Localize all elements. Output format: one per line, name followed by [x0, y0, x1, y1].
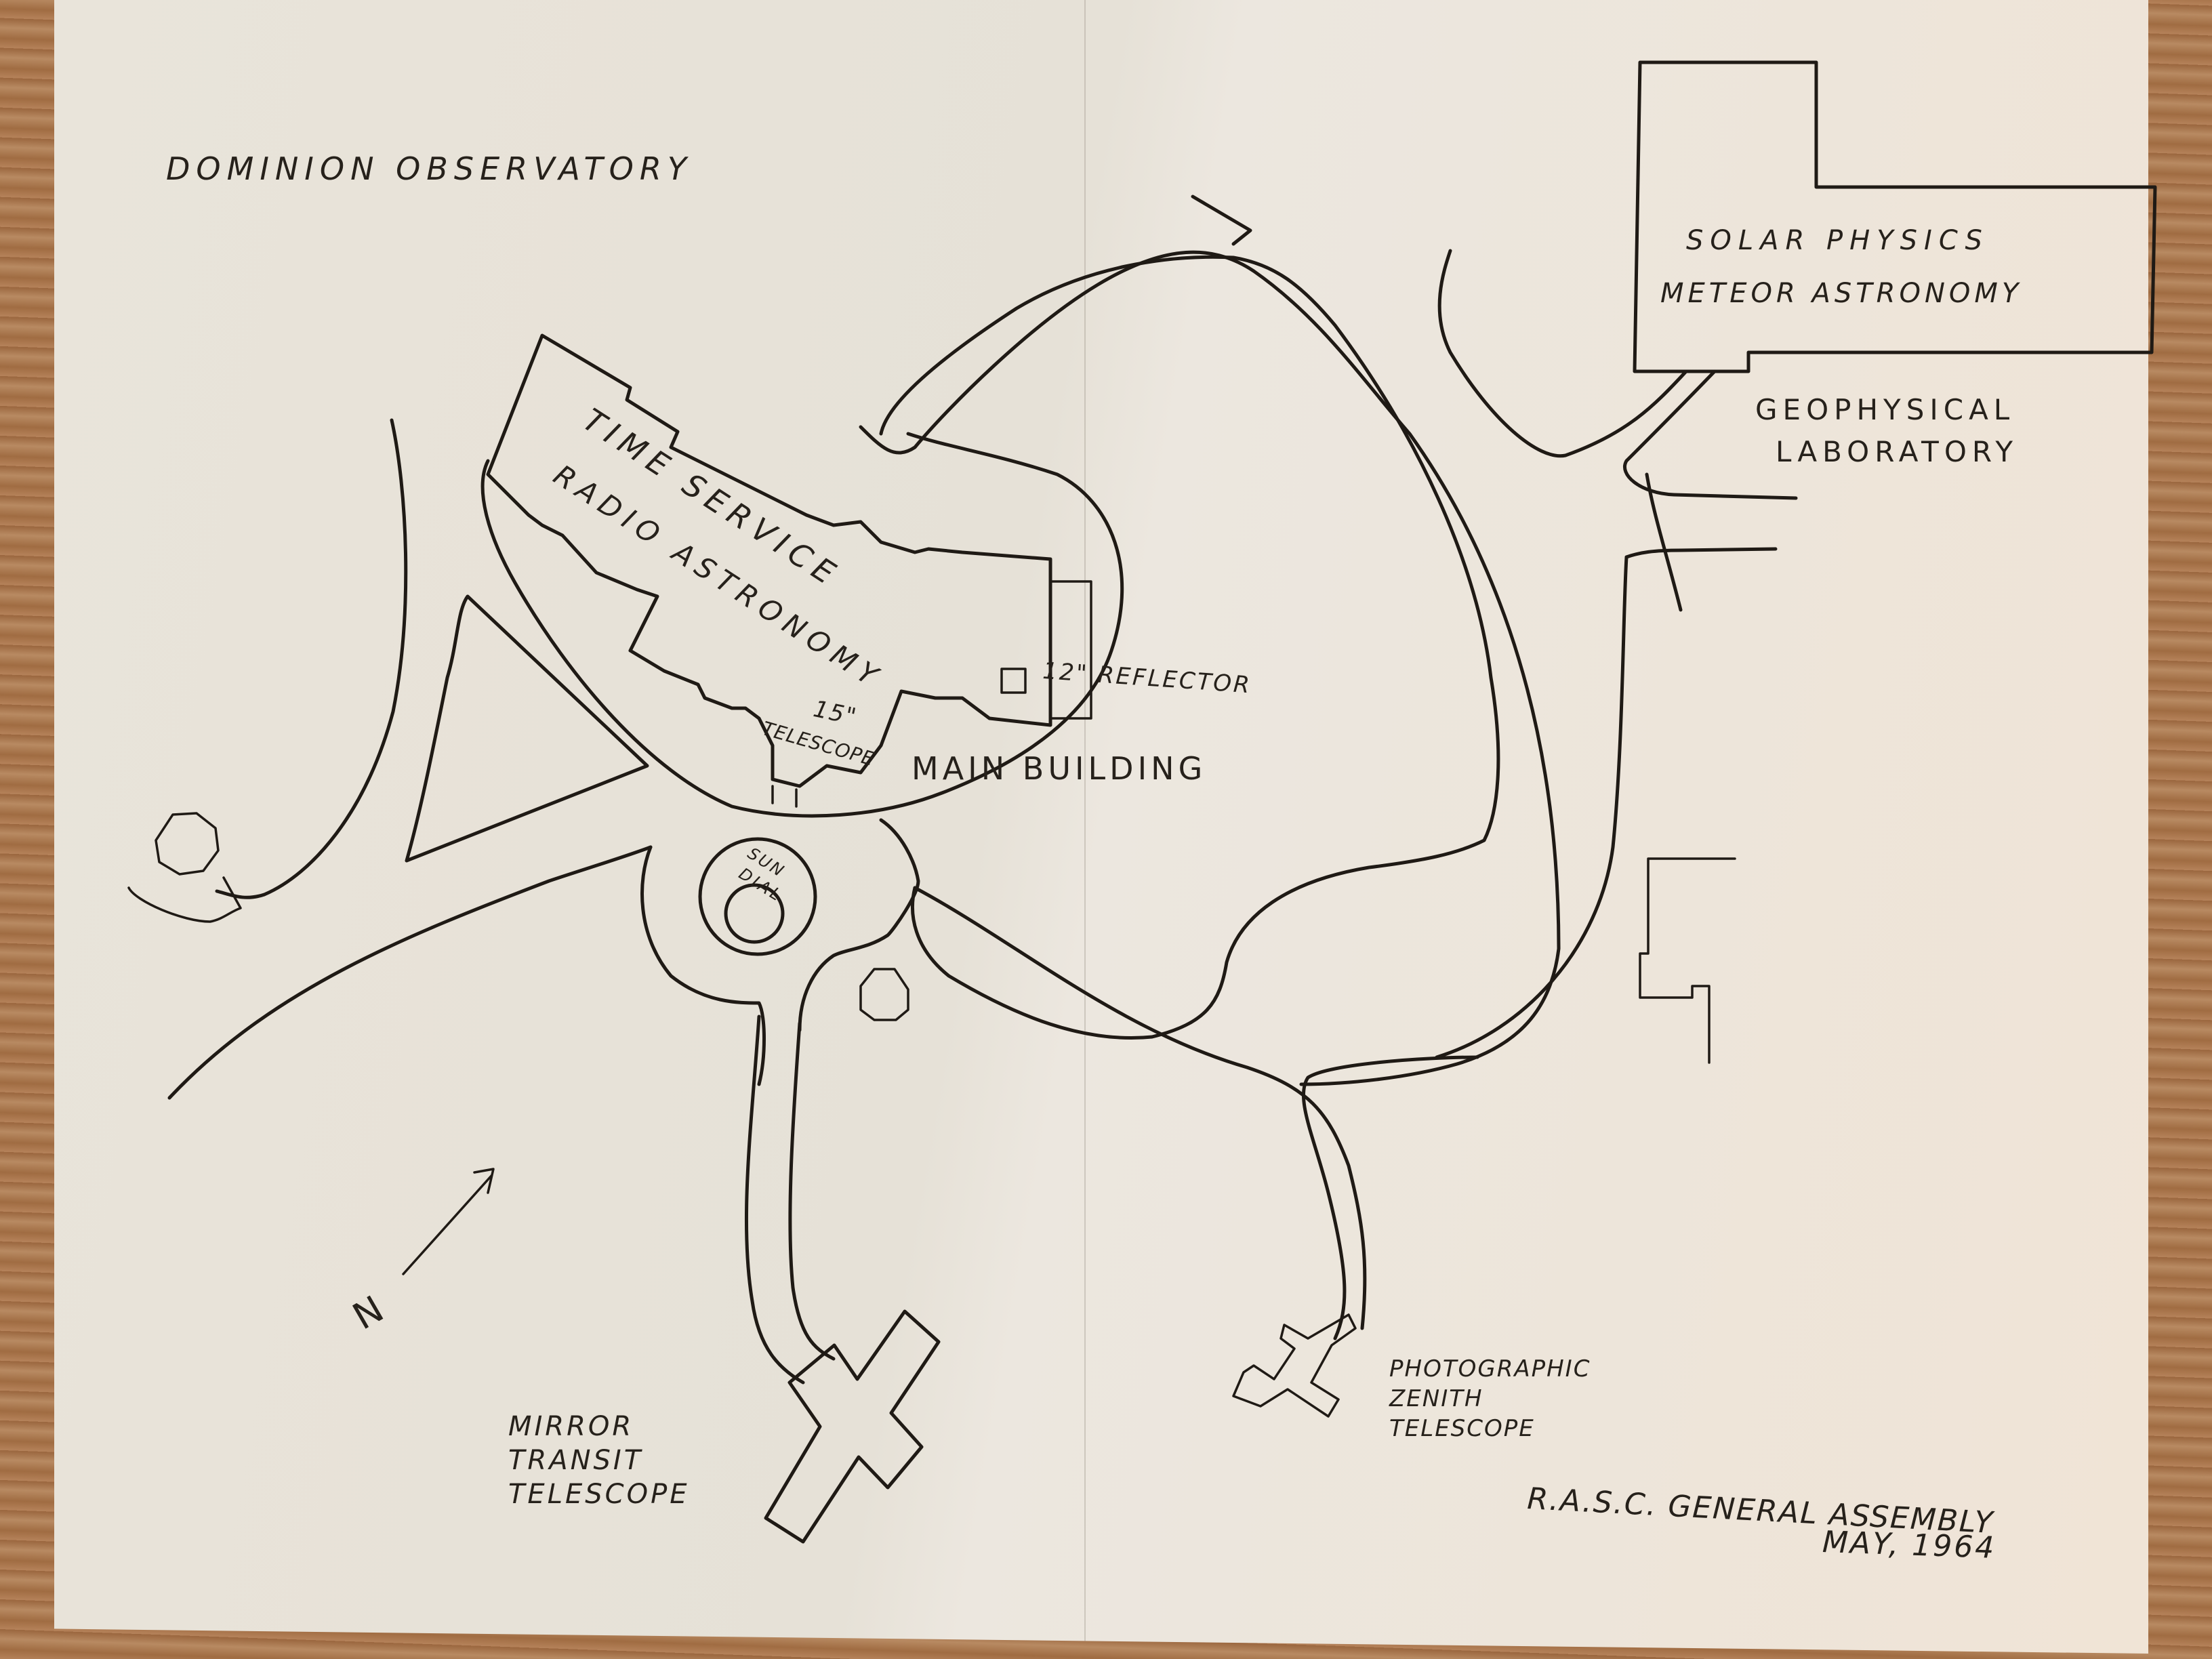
loop-road-spur — [1191, 194, 1252, 246]
geophysical-road-right — [1623, 369, 1798, 500]
roundabout-left — [640, 845, 766, 1086]
north-arrow-head — [473, 1168, 495, 1194]
solar-physics-label: SOLAR PHYSICS — [1686, 225, 1989, 256]
loop-road-outer — [859, 250, 1561, 1086]
solar-physics-building-outline — [1633, 60, 2157, 373]
right-vertical-road — [1645, 472, 1683, 612]
west-curved-road — [167, 845, 653, 1100]
east-partial-building — [1639, 857, 1736, 1064]
main-building-label: MAIN BUILDING — [912, 750, 1207, 787]
sun-dial-outer-circle — [698, 837, 817, 956]
pzt-line3: TELESCOPE — [1389, 1415, 1535, 1442]
mirror-transit-label: MIRROR TRANSIT TELESCOPE — [508, 1410, 689, 1511]
triangle-island — [405, 594, 649, 863]
mirror-transit-line3: TELESCOPE — [508, 1479, 690, 1510]
mirror-transit-building — [764, 1309, 941, 1544]
geophysical-label: GEOPHYSICAL — [1755, 393, 2015, 426]
north-arrow-shaft — [402, 1174, 493, 1275]
sun-dial-inner-circle — [724, 883, 785, 944]
reflector-wing — [1049, 580, 1092, 720]
right-road-south — [1435, 555, 1629, 1059]
right-road-east — [1624, 547, 1778, 559]
pzt-line2: ZENITH — [1389, 1385, 1483, 1412]
left-road-top — [215, 418, 408, 899]
road-junction-east — [913, 886, 1367, 1330]
paper-sheet — [54, 0, 2148, 1654]
footer-date-label: MAY, 1964 — [1822, 1525, 1997, 1565]
map-title: DOMINION OBSERVATORY — [166, 150, 693, 187]
mirror-transit-line2: TRANSIT — [508, 1445, 644, 1476]
paper-fold-line — [1084, 0, 1086, 1654]
pzt-line1: PHOTOGRAPHIC — [1389, 1355, 1591, 1382]
main-building-outline — [486, 333, 1052, 788]
mirror-transit-line1: MIRROR — [508, 1411, 634, 1442]
laboratory-label: LABORATORY — [1776, 435, 2019, 468]
reflector-dome-square — [1000, 668, 1027, 694]
pzt-road-east — [1301, 1055, 1479, 1340]
mirror-transit-road-east — [788, 1021, 836, 1361]
roundabout-right — [798, 818, 920, 1032]
pzt-label: PHOTOGRAPHIC ZENITH TELESCOPE — [1389, 1354, 1591, 1443]
loop-road-inner — [879, 255, 1500, 1040]
lower-octagon-building — [859, 968, 909, 1021]
mirror-transit-road-west — [744, 1015, 805, 1385]
left-octagon-building — [155, 812, 220, 876]
geophysical-road-left — [1437, 249, 1688, 458]
meteor-astronomy-label: METEOR ASTRONOMY — [1660, 278, 2023, 309]
main-building-loop — [480, 432, 1124, 818]
left-octagon-path — [127, 876, 242, 923]
pzt-building — [1232, 1313, 1357, 1418]
